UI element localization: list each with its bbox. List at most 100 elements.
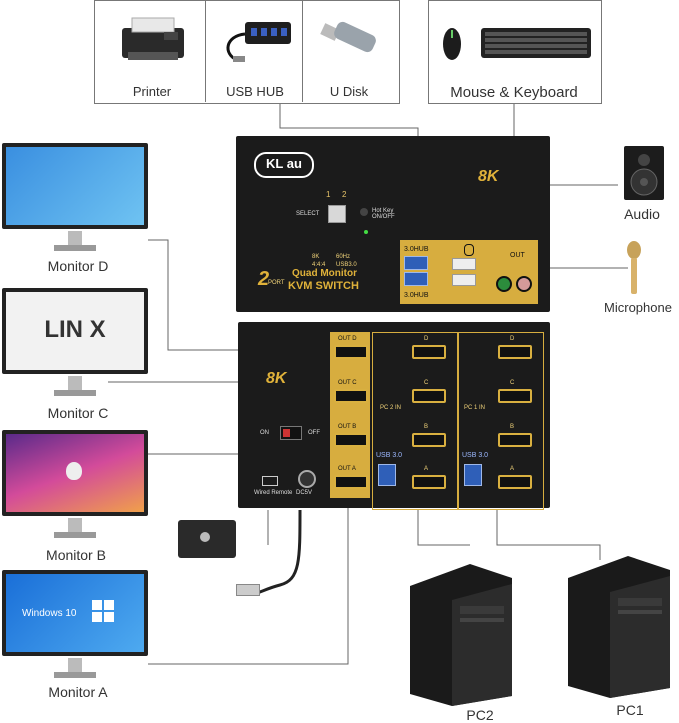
audio-label: Audio: [624, 206, 660, 222]
keyboard-icon: [480, 26, 592, 60]
pc2-input-group: [372, 332, 458, 510]
pc1-c-hdmi-port[interactable]: [498, 389, 532, 403]
u-disk-label: U Disk: [329, 84, 369, 99]
switch-off-label: OFF: [308, 430, 320, 436]
pc1-input-group: [458, 332, 544, 510]
brand-text: KL au: [266, 156, 302, 171]
out-a-hdmi-port[interactable]: [334, 475, 368, 489]
pc2-in-label: PC 2 IN: [380, 405, 402, 411]
usb-plug-icon: [236, 584, 260, 596]
brand-logo: KL au: [254, 152, 314, 178]
out-b-label: OUT B: [338, 424, 357, 430]
front-usb-port-2[interactable]: [404, 272, 428, 286]
pc2-c-hdmi-port[interactable]: [412, 389, 446, 403]
wired-remote-label: Wired Remote: [254, 490, 293, 496]
pc2-label: PC2: [466, 707, 494, 723]
pc1-label: PC1: [616, 702, 644, 718]
pc2-port-letter-b: B: [424, 424, 429, 430]
switch-on-label: ON: [260, 430, 269, 436]
front-usb-port-3[interactable]: [452, 258, 476, 270]
out-d-hdmi-port[interactable]: [334, 345, 368, 359]
u-disk-icon: [320, 18, 380, 58]
pc1-port-letter-b: B: [510, 424, 515, 430]
monitor-a: Windows 10: [0, 570, 150, 682]
printer-icon: [118, 16, 188, 62]
port-badge: 2: [258, 268, 270, 290]
mouse-port-icon: [464, 244, 474, 256]
pc2-b-hdmi-port[interactable]: [412, 433, 446, 447]
monitor-b-label: Monitor B: [46, 547, 106, 563]
wired-remote-device[interactable]: [178, 520, 236, 558]
port-word: PORT: [268, 280, 285, 286]
windows-logo-icon: [92, 600, 114, 622]
pc1-port-letter-d: D: [510, 336, 515, 342]
dc-power-jack[interactable]: [298, 470, 316, 488]
front-out-label: OUT: [510, 252, 525, 259]
out-a-label: OUT A: [338, 466, 356, 472]
pc1-usb-b-port[interactable]: [464, 464, 482, 486]
spec-usb: USB3.0: [336, 262, 357, 268]
monitor-a-screen-text: Windows 10: [22, 608, 77, 619]
back-resolution-badge: 8K: [266, 370, 287, 387]
hotkey-button[interactable]: [360, 208, 368, 216]
pc2-d-hdmi-port[interactable]: [412, 345, 446, 359]
front-usb-port-1[interactable]: [404, 256, 428, 270]
printer-label: Printer: [132, 84, 172, 99]
select-label: SELECT: [296, 211, 320, 217]
divider: [302, 0, 303, 102]
out-d-label: OUT D: [338, 336, 357, 342]
monitor-out-panel: [330, 332, 370, 498]
pc2-port-letter-a: A: [424, 466, 429, 472]
dc-label: DC5V: [296, 490, 313, 496]
spec-444: 4:4:4: [312, 262, 326, 268]
out-b-hdmi-port[interactable]: [334, 433, 368, 447]
front-hub-bottom-label: 3.0HUB: [404, 292, 429, 299]
microphone-icon: [624, 240, 644, 296]
front-hub-top-label: 3.0HUB: [404, 246, 429, 253]
spec-60hz: 60Hz: [336, 254, 351, 260]
monitor-d-label: Monitor D: [47, 258, 109, 274]
hotkey-label: Hot Key ON/OFF: [372, 208, 395, 220]
pc1-usb30-label: USB 3.0: [462, 452, 489, 459]
mouse-keyboard-label: Mouse & Keyboard: [450, 84, 578, 101]
usb-hub-icon: [215, 14, 295, 64]
monitor-c-label: Monitor C: [47, 405, 109, 421]
select-num-1: 1: [326, 190, 331, 199]
select-num-2: 2: [342, 190, 347, 199]
pc1-a-hdmi-port[interactable]: [498, 475, 532, 489]
apple-logo-icon: [66, 462, 82, 480]
product-line1: Quad Monitor: [292, 268, 357, 279]
monitor-a-label: Monitor A: [48, 684, 108, 700]
front-resolution-badge: 8K: [478, 168, 499, 185]
spec-8k: 8K: [312, 254, 320, 260]
pc1-port-letter-c: C: [510, 380, 515, 386]
power-switch[interactable]: [280, 426, 302, 440]
monitor-c: LIN X: [0, 288, 150, 400]
pc1-tower: [566, 548, 672, 700]
pc2-usb-b-port[interactable]: [378, 464, 396, 486]
select-button[interactable]: [328, 205, 346, 223]
status-led: [364, 230, 368, 234]
divider: [205, 0, 206, 102]
audio-out-jack[interactable]: [496, 276, 512, 292]
pc2-port-letter-d: D: [424, 336, 429, 342]
pc1-d-hdmi-port[interactable]: [498, 345, 532, 359]
pc1-b-hdmi-port[interactable]: [498, 433, 532, 447]
pc2-a-hdmi-port[interactable]: [412, 475, 446, 489]
pc2-port-letter-c: C: [424, 380, 429, 386]
pc1-port-letter-a: A: [510, 466, 515, 472]
monitor-c-screen-text: LIN X: [44, 316, 106, 343]
product-line2: KVM SWITCH: [288, 280, 359, 292]
usb-hub-label: USB HUB: [226, 84, 284, 99]
speaker-icon: [622, 144, 666, 202]
out-c-label: OUT C: [338, 380, 357, 386]
pc1-in-label: PC 1 IN: [464, 405, 486, 411]
mic-in-jack[interactable]: [516, 276, 532, 292]
front-usb-port-4[interactable]: [452, 274, 476, 286]
mouse-icon: [442, 24, 462, 62]
out-c-hdmi-port[interactable]: [334, 389, 368, 403]
pc2-usb30-label: USB 3.0: [376, 452, 403, 459]
wired-remote-port[interactable]: [262, 476, 278, 486]
microphone-label: Microphone: [604, 300, 672, 315]
monitor-b: [0, 430, 150, 542]
